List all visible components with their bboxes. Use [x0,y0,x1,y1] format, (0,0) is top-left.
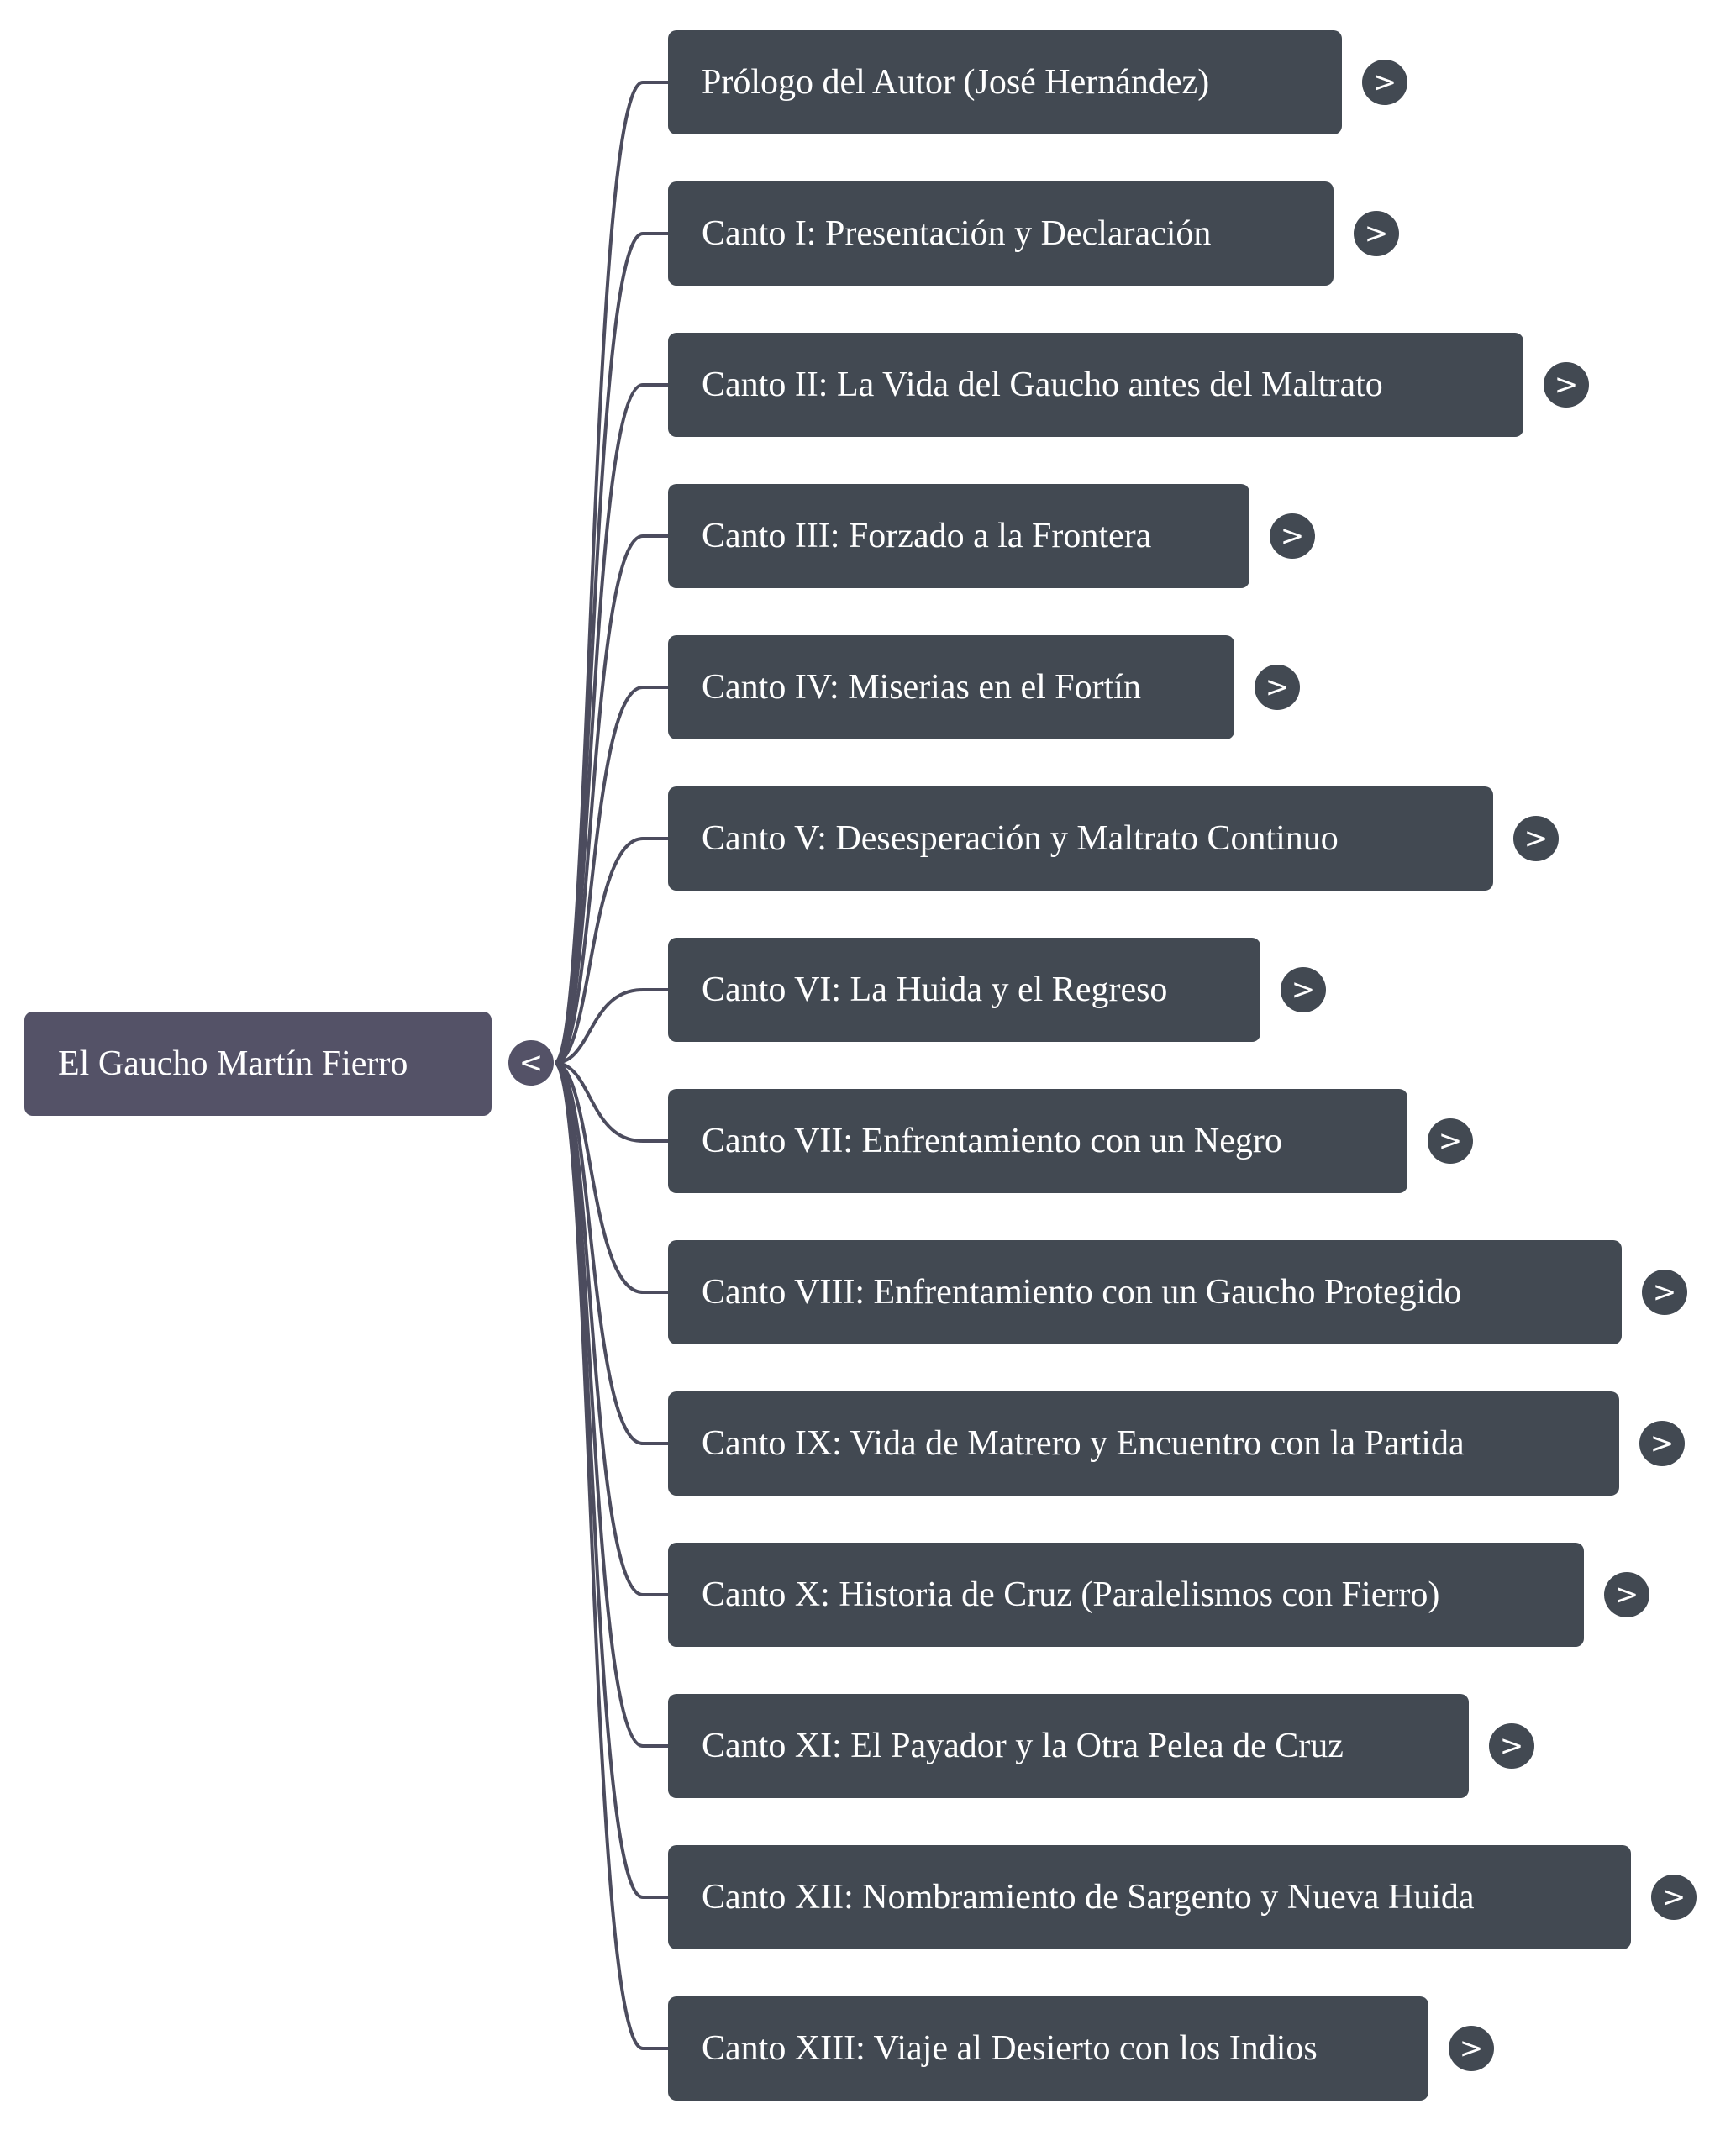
child-node[interactable]: Canto XI: El Payador y la Otra Pelea de … [668,1694,1469,1798]
child-node-label: Canto XII: Nombramiento de Sargento y Nu… [702,1878,1475,1917]
connector-line [554,1061,668,1748]
child-node[interactable]: Canto VI: La Huida y el Regreso [668,938,1260,1042]
expand-toggle-icon[interactable]: > [1642,1270,1687,1315]
expand-glyph: > [1523,822,1549,855]
connector-line [554,988,668,1065]
child-node[interactable]: Canto II: La Vida del Gaucho antes del M… [668,333,1523,437]
expand-toggle-icon[interactable]: > [1513,816,1559,861]
root-node-label: El Gaucho Martín Fierro [58,1044,408,1083]
expand-glyph: > [1364,217,1389,250]
expand-toggle-icon[interactable]: > [1354,211,1399,256]
expand-glyph: > [1438,1124,1463,1158]
collapse-toggle-icon[interactable]: < [508,1040,554,1086]
connector-line [554,232,668,1065]
expand-glyph: > [1652,1275,1677,1309]
expand-toggle-icon[interactable]: > [1449,2026,1494,2071]
connector-line [554,534,668,1065]
child-node-label: Canto III: Forzado a la Frontera [702,517,1152,555]
child-node[interactable]: Canto XIII: Viaje al Desierto con los In… [668,1996,1428,2101]
expand-toggle-icon[interactable]: > [1544,362,1589,408]
connector-line [554,1061,668,1294]
child-node[interactable]: Canto V: Desesperación y Maltrato Contin… [668,786,1493,891]
child-node[interactable]: Canto VII: Enfrentamiento con un Negro [668,1089,1407,1193]
expand-glyph: > [1661,1880,1686,1914]
child-node-label: Canto VII: Enfrentamiento con un Negro [702,1122,1282,1160]
connector-line [554,686,668,1065]
connector-line [554,1061,668,1899]
child-node-label: Canto VI: La Huida y el Regreso [702,970,1168,1009]
child-node-label: Canto X: Historia de Cruz (Paralelismos … [702,1575,1440,1614]
expand-glyph: > [1459,2032,1484,2065]
expand-glyph: > [1372,66,1397,99]
expand-glyph: > [1649,1427,1675,1460]
child-node-label: Canto IX: Vida de Matrero y Encuentro co… [702,1424,1465,1463]
expand-glyph: > [1265,671,1290,704]
connector-line [553,81,668,1065]
connector-line [554,837,668,1065]
child-node-label: Canto XI: El Payador y la Otra Pelea de … [702,1727,1344,1765]
expand-toggle-icon[interactable]: > [1639,1421,1685,1466]
child-node[interactable]: Canto X: Historia de Cruz (Paralelismos … [668,1543,1584,1647]
child-node-label: Canto XIII: Viaje al Desierto con los In… [702,2029,1318,2068]
child-node[interactable]: Canto VIII: Enfrentamiento con un Gaucho… [668,1240,1622,1344]
child-node-label: Canto IV: Miserias en el Fortín [702,668,1141,707]
connector-line [554,1061,668,1143]
connector-line [554,383,668,1065]
collapse-glyph: < [518,1046,544,1080]
child-node[interactable]: Canto III: Forzado a la Frontera [668,484,1249,588]
expand-glyph: > [1291,973,1316,1007]
child-node-label: Canto VIII: Enfrentamiento con un Gaucho… [702,1273,1462,1312]
child-node[interactable]: Canto IV: Miserias en el Fortín [668,635,1234,739]
child-node[interactable]: Canto XII: Nombramiento de Sargento y Nu… [668,1845,1631,1949]
child-node-label: Prólogo del Autor (José Hernández) [702,63,1210,102]
expand-glyph: > [1614,1578,1639,1612]
expand-toggle-icon[interactable]: > [1604,1572,1649,1617]
expand-toggle-icon[interactable]: > [1362,60,1407,105]
child-node[interactable]: Canto I: Presentación y Declaración [668,181,1334,286]
expand-glyph: > [1499,1729,1524,1763]
connector-line [553,1061,668,2050]
expand-toggle-icon[interactable]: > [1281,967,1326,1012]
expand-toggle-icon[interactable]: > [1270,513,1315,559]
child-node[interactable]: Canto IX: Vida de Matrero y Encuentro co… [668,1391,1619,1496]
child-node-label: Canto I: Presentación y Declaración [702,214,1212,253]
expand-toggle-icon[interactable]: > [1651,1875,1697,1920]
expand-glyph: > [1554,368,1579,402]
connector-line [554,1061,668,1445]
child-node[interactable]: Prólogo del Autor (José Hernández) [668,30,1342,134]
expand-toggle-icon[interactable]: > [1428,1118,1473,1164]
expand-toggle-icon[interactable]: > [1489,1723,1534,1769]
child-node-label: Canto II: La Vida del Gaucho antes del M… [702,366,1383,404]
root-node[interactable]: El Gaucho Martín Fierro [24,1012,492,1116]
connector-line [554,1061,668,1596]
child-node-label: Canto V: Desesperación y Maltrato Contin… [702,819,1339,858]
expand-glyph: > [1280,519,1305,553]
expand-toggle-icon[interactable]: > [1255,665,1300,710]
